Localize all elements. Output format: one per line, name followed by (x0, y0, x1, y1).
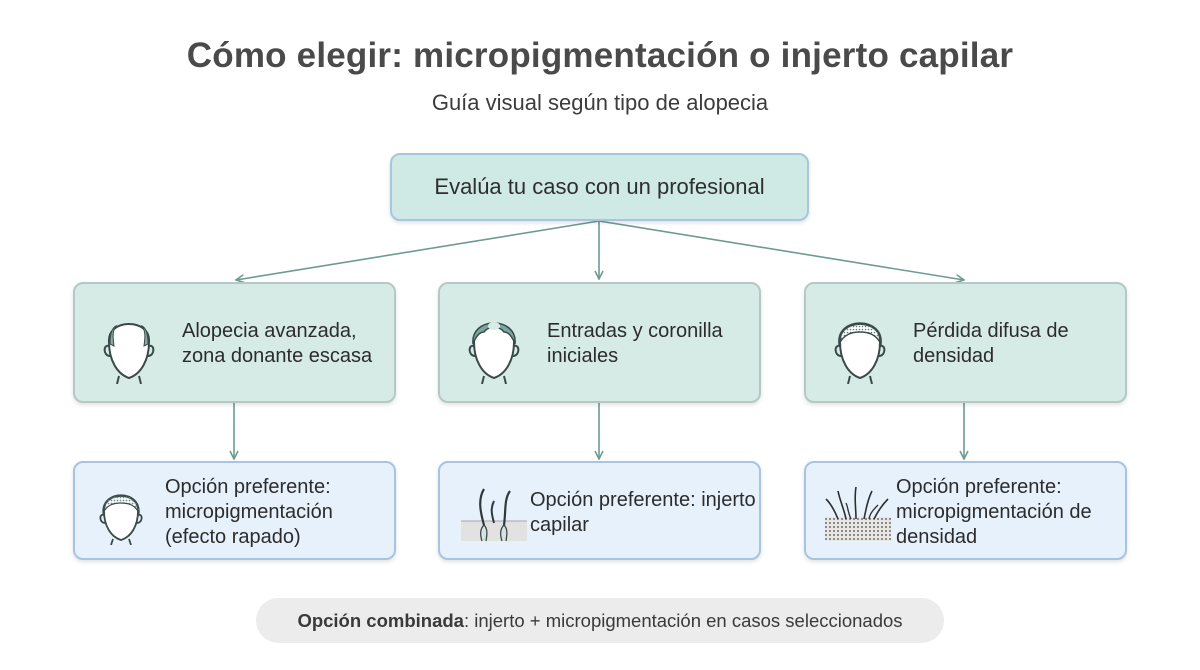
arrow-root-to-condition-1 (236, 220, 600, 280)
combined-option-text: : injerto + micropigmentación en casos s… (463, 609, 903, 631)
option-label: Opción preferente: injerto capilar (530, 489, 756, 536)
condition-node-diffuse-loss: Pérdida difusa de densidad (804, 282, 1127, 403)
combined-option-title: Opción combinada (297, 609, 464, 631)
option-node-micropigmentation-shaved: Opción preferente: micropigmentación (ef… (73, 461, 396, 560)
diagram-subtitle: Guía visual según tipo de alopecia (431, 90, 769, 115)
option-node-hair-transplant: Opción preferente: injerto capilar (438, 461, 761, 560)
option-label: Opción preferente: micropigmentación (ef… (165, 476, 333, 548)
arrow-root-to-condition-3 (598, 220, 964, 280)
hair-follicle-icon (461, 488, 527, 542)
scalp-dots-icon (825, 486, 891, 541)
root-node-label: Evalúa tu caso con un profesional (434, 174, 765, 199)
condition-label: Alopecia avanzada, zona donante escasa (182, 320, 373, 367)
option-node-density-micropigmentation: Opción preferente: micropigmentación de … (804, 461, 1127, 560)
condition-node-initial-recession: Entradas y coronilla iniciales (438, 282, 761, 403)
bald-head-icon (103, 323, 155, 384)
receding-hairline-head-icon (468, 322, 520, 384)
condition-node-advanced-alopecia: Alopecia avanzada, zona donante escasa (73, 282, 396, 403)
condition-label: Pérdida difusa de densidad (913, 320, 1069, 367)
root-node: Evalúa tu caso con un profesional (390, 153, 809, 221)
diagram-title: Cómo elegir: micropigmentación o injerto… (186, 36, 1014, 75)
shaved-head-icon (99, 494, 143, 545)
diffuse-thinning-head-icon (834, 322, 886, 384)
combined-option-note: Opción combinada: injerto + micropigment… (256, 598, 944, 643)
condition-label: Entradas y coronilla iniciales (547, 320, 723, 367)
option-label: Opción preferente: micropigmentación de … (896, 476, 1092, 548)
